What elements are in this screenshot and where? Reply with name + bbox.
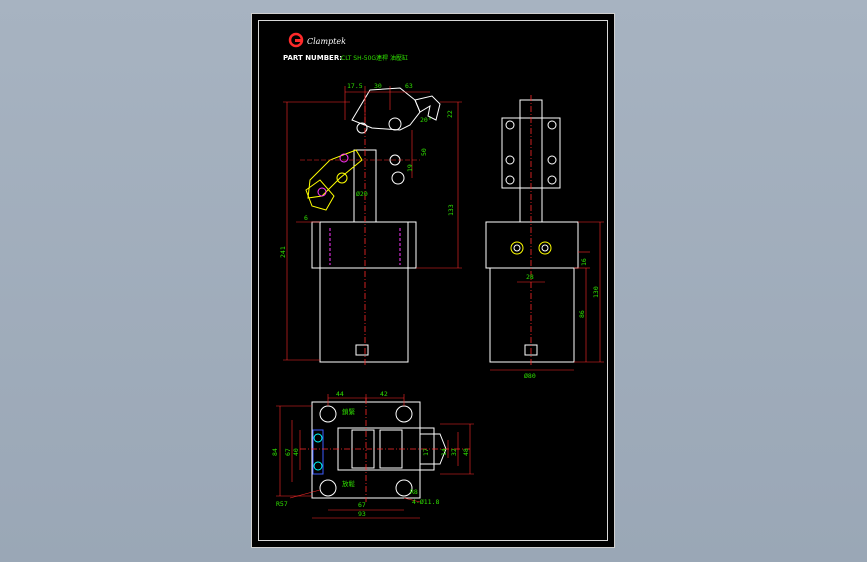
brand-name: Clamptek xyxy=(307,37,346,46)
dim-86: 86 xyxy=(578,310,586,318)
dim-22: 22 xyxy=(446,110,454,118)
dim-16: 16 xyxy=(580,258,588,266)
dim-40: 40 xyxy=(292,448,300,456)
note-release: 放鬆 xyxy=(342,479,356,488)
dim-241: 241 xyxy=(279,246,287,258)
dim-r8: R8 xyxy=(410,488,418,496)
dim-17: 17 xyxy=(422,448,430,456)
dim-67-bottom: 67 xyxy=(358,501,366,509)
part-number-value: CLT SH-50G連桿 油壓缸 xyxy=(341,54,408,62)
dim-130: 130 xyxy=(592,286,600,298)
dim-93: 93 xyxy=(358,510,366,518)
dim-42: 42 xyxy=(380,390,388,398)
dim-dia-80: Ø80 xyxy=(524,372,536,380)
dim-48: 48 xyxy=(462,448,470,456)
side-view: 28 16 130 86 Ø80 xyxy=(485,95,604,380)
dim-dia-20: Ø20 xyxy=(356,190,368,198)
dim-32: 32 xyxy=(450,448,458,456)
dim-30: 30 xyxy=(374,82,382,90)
dim-63: 63 xyxy=(405,82,413,90)
note-lock: 鎖緊 xyxy=(342,407,356,416)
dim-28: 28 xyxy=(526,273,534,281)
front-view: 17.5 30 63 20° 22 50 19 Ø20 133 6 241 xyxy=(279,82,462,365)
dim-19: 19 xyxy=(406,164,414,172)
dim-17-5: 17.5 xyxy=(347,82,363,90)
dim-84: 84 xyxy=(271,448,279,456)
brand-logo: Clamptek xyxy=(288,32,346,48)
dim-44: 44 xyxy=(336,390,344,398)
dim-angle: 20° xyxy=(420,116,432,124)
dim-6: 6 xyxy=(304,214,308,222)
dim-holes: 4-Ø11.8 xyxy=(412,498,439,506)
dim-14: 14 xyxy=(440,448,448,456)
dim-r57: R57 xyxy=(276,500,288,508)
top-view: 44 42 84 67 40 17 14 32 48 67 93 R57 R8 … xyxy=(271,390,474,519)
sheet-border xyxy=(258,20,608,541)
dim-50: 50 xyxy=(420,148,428,156)
part-number-label: PART NUMBER: xyxy=(283,54,342,62)
dim-67-left: 67 xyxy=(284,448,292,456)
dim-133: 133 xyxy=(447,204,455,216)
